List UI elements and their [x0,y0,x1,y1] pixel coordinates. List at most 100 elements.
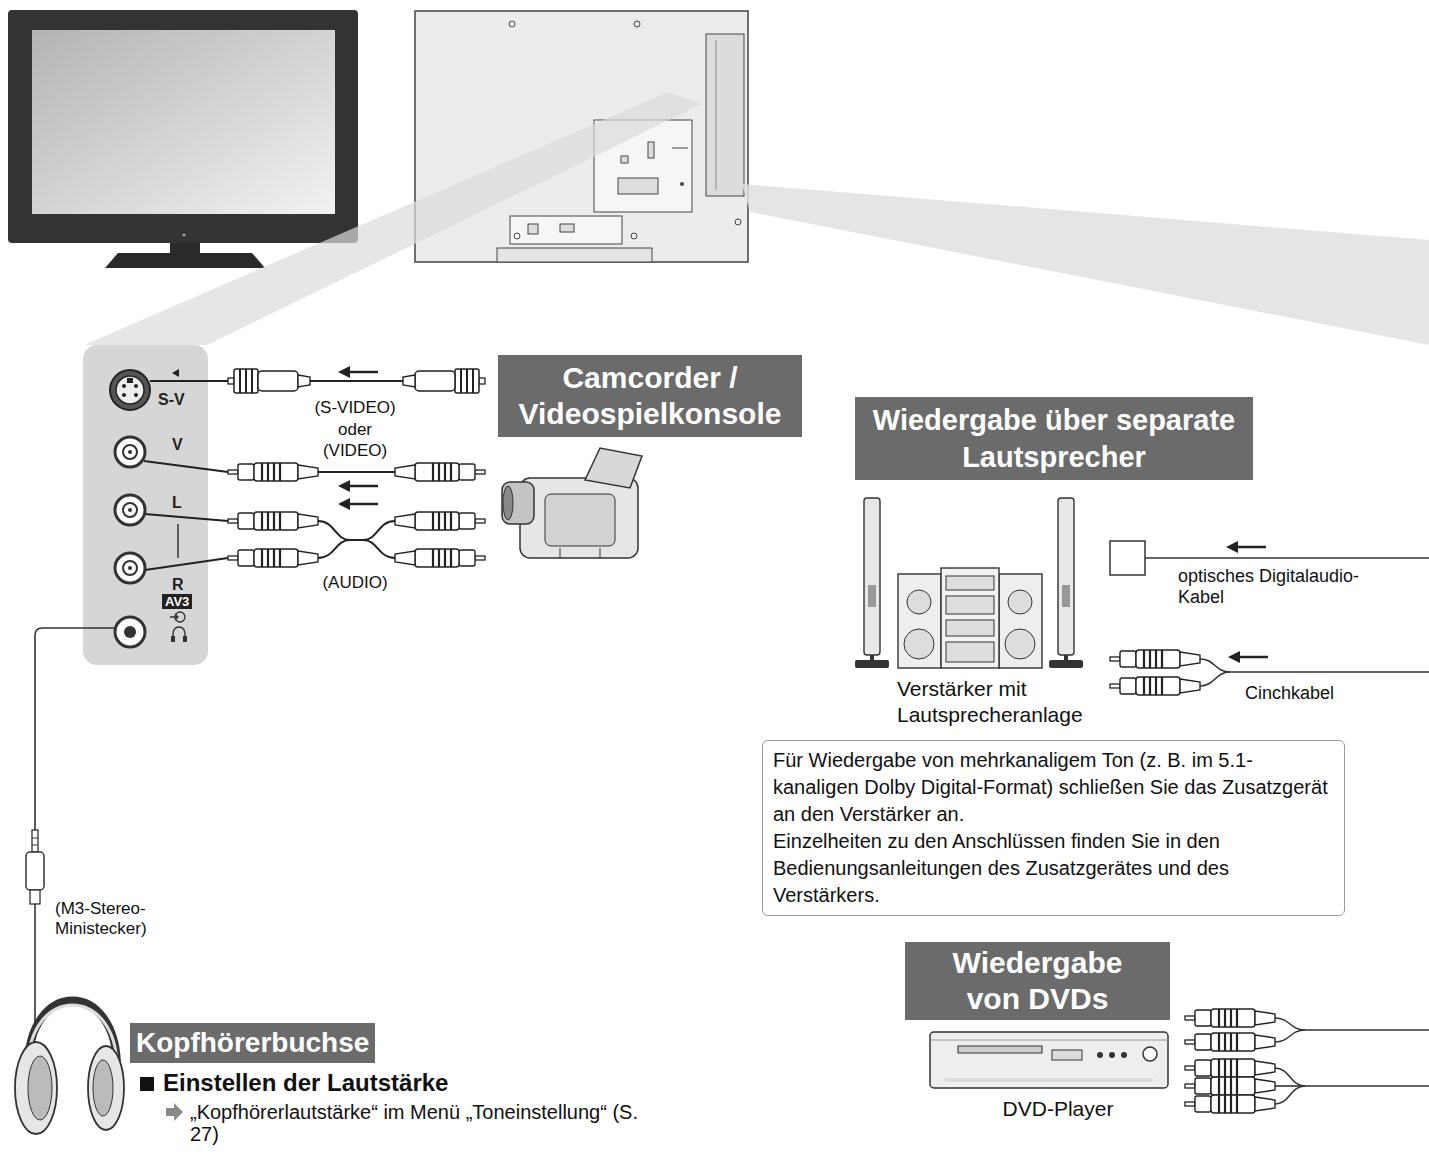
dvd-cables [1185,1009,1429,1113]
node-text: Für Wiedergabe von mehrkanaligem Ton (z.… [773,747,1334,828]
s-video-cable [228,369,310,393]
annotation-label: (M3-Stereo- Ministecker) [55,899,180,939]
tv-back [648,142,654,158]
speaker-system [1049,660,1083,668]
audio-cable [318,540,395,558]
input-icon [170,612,185,622]
cinch-cable [1110,677,1200,695]
dvd-cables [1275,1068,1429,1086]
tv-front [105,253,265,268]
headphone-cable [26,628,117,1040]
video-cable [144,461,485,492]
light-beam [84,92,702,345]
camcorder [503,486,513,520]
side-panel [83,345,208,665]
camcorder [585,448,642,488]
dvd-player [1109,1052,1115,1058]
tv-back [560,224,574,232]
light-beam [742,184,1429,345]
rca-jack [128,508,132,512]
tv-back [735,219,741,225]
annotation-label: (AUDIO) [290,573,420,593]
headphone-cable [30,890,40,904]
s-video-cable [310,380,403,382]
speaker-system [946,576,994,590]
rca-jack [115,553,145,583]
cinch-cable [1110,650,1200,668]
annotation-label: (VIDEO) [290,441,420,461]
video-cable [144,461,228,472]
dvd-cables [1275,1086,1305,1104]
annotation-label: Cinchkabel [1245,682,1334,704]
node-text: Wiedergabe über separate Lautsprecher [863,402,1245,476]
tv-back [621,156,628,163]
title-banner: Kopfhörerbuchse [130,1023,375,1063]
dvd-player [930,1040,1168,1041]
speaker-system [1008,590,1032,614]
side-panel [83,345,208,665]
dvd-cables [1185,1077,1275,1095]
annotation-label: DVD-Player [990,1096,1126,1121]
bullet-square [140,1077,154,1091]
s-video-cable [403,369,485,393]
audio-cable [145,558,228,570]
side-panel [122,384,126,388]
s-video-cable [338,366,378,378]
headphone-cable [32,838,38,845]
optical-cable [1145,557,1429,559]
audio-cable [145,498,485,570]
rca-jack [123,561,137,575]
dvd-player [930,1032,1168,1088]
speaker-system [868,585,876,607]
side-panel [127,378,133,383]
jack-label: R [172,576,184,594]
headphones [93,1060,113,1116]
tv-back [618,178,658,194]
speaker-system [855,660,889,668]
jack-label: L [172,494,182,512]
video-cable [395,463,485,481]
headphones [88,1046,124,1130]
s-video-cable [150,380,228,382]
speaker-system [999,574,1042,668]
reference-arrow [166,1103,183,1121]
node-text: Wiedergabe von DVDs [935,945,1140,1017]
annotation-label: Verstärker mit Lautsprecheranlage [897,676,1112,728]
title-banner: Camcorder / Videospielkonsole [498,355,802,437]
side-panel [172,369,179,377]
rca-jack [128,566,132,570]
jack-label: AV3 [162,594,192,609]
side-panel [177,524,179,558]
rca-jack [123,445,137,459]
speaker-system [941,568,999,668]
annotation-label: Einstellen der Lautstärke [163,1068,448,1097]
annotation-label: optisches Digitalaudio-Kabel [1178,566,1368,608]
video-cable [338,480,378,492]
bullet-square [140,1077,154,1091]
headphones [15,1042,57,1134]
speaker-system [898,574,941,668]
side-panel [134,393,138,397]
tv-front [8,10,358,243]
tv-back [510,216,622,244]
tv-front [32,30,335,214]
annotation-label: oder [290,420,420,440]
audio-cable [228,549,318,567]
speaker-system [946,596,994,614]
headphone-cable [26,852,44,890]
tv-back [706,34,744,196]
camcorder [520,478,638,558]
audio-cable [228,512,318,530]
rca-jack [128,450,132,454]
dvd-cables [1185,1059,1275,1077]
dvd-cables [1275,1030,1305,1042]
speaker-system [946,620,994,636]
tv-front [8,10,358,268]
tv-back [634,21,640,27]
annotation-label: (S-VIDEO) [290,398,420,418]
speaker-system [946,642,994,662]
dvd-player [945,1078,1153,1082]
audio-cable [395,512,485,530]
cinch-cable [1200,659,1429,672]
headphone-cable [32,830,38,852]
